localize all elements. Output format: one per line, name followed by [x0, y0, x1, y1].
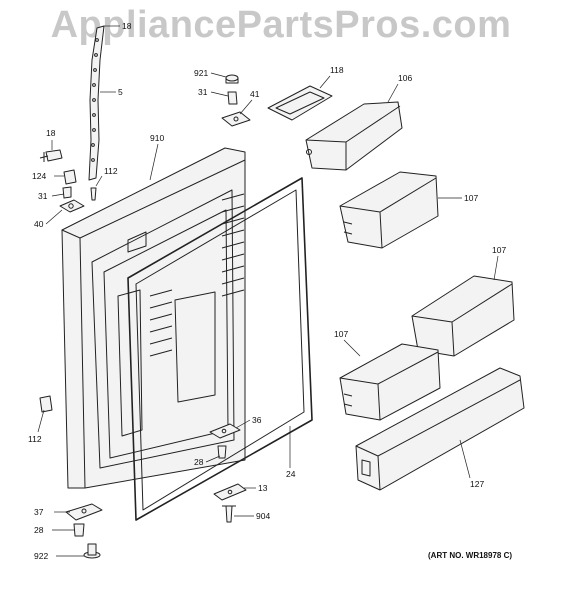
callout-107: 107: [334, 329, 348, 339]
callout-31: 31: [198, 87, 208, 97]
callout-107: 107: [492, 245, 506, 255]
cap-part-31[interactable]: [62, 186, 72, 199]
callout-13: 13: [258, 483, 268, 493]
door-bin-part-107-left[interactable]: [339, 343, 441, 421]
hinge-pin-part-922[interactable]: [83, 543, 101, 559]
callout-24: 24: [286, 469, 296, 479]
callout-904: 904: [256, 511, 270, 521]
callout-41: 41: [250, 89, 260, 99]
callout-31: 31: [38, 191, 48, 201]
door-stop-part-36[interactable]: [209, 423, 241, 439]
callout-112: 112: [104, 166, 118, 176]
hinge-cover-part-41[interactable]: [221, 111, 251, 127]
callout-922: 922: [34, 551, 48, 561]
callout-36: 36: [252, 415, 262, 425]
clip-part-124[interactable]: [63, 169, 77, 185]
door-bin-part-107-top[interactable]: [339, 171, 439, 249]
screw-part-18[interactable]: [39, 149, 63, 162]
dairy-compartment-part-106[interactable]: [305, 101, 403, 171]
screw-part-112[interactable]: [90, 187, 97, 201]
callout-28: 28: [34, 525, 44, 535]
leader-lines: [37, 25, 499, 557]
hinge-part-37[interactable]: [65, 503, 103, 521]
dairy-door-part-118[interactable]: [267, 85, 333, 121]
callout-37: 37: [34, 507, 44, 517]
callout-127: 127: [470, 479, 484, 489]
pin-part-28[interactable]: [217, 445, 227, 459]
door-gasket-part-24[interactable]: [127, 177, 313, 521]
callout-18: 18: [122, 21, 132, 31]
door-liner-shelf-guides: [149, 193, 245, 357]
callout-5: 5: [118, 87, 123, 97]
callout-910: 910: [150, 133, 164, 143]
callout-106: 106: [398, 73, 412, 83]
bracket-part-13[interactable]: [213, 483, 247, 501]
cam-part-31[interactable]: [227, 91, 238, 105]
callout-40: 40: [34, 219, 44, 229]
callout-28: 28: [194, 457, 204, 467]
callout-112: 112: [28, 434, 42, 444]
screw-part-112-lower[interactable]: [39, 395, 53, 413]
bushing-part-28[interactable]: [73, 523, 85, 537]
hinge-plate-part-40[interactable]: [59, 199, 85, 213]
callout-921: 921: [194, 68, 208, 78]
bottom-shelf-part-127[interactable]: [355, 367, 525, 491]
art-number: (ART NO. WR18978 C): [428, 551, 513, 560]
callout-18: 18: [46, 128, 56, 138]
door-outer-panel-part-910[interactable]: [61, 147, 246, 489]
callout-labels: 18 5 18 124 31 40 112 910 921 31 41 118 …: [28, 21, 506, 561]
callout-124: 124: [32, 171, 46, 181]
cap-part-921[interactable]: [225, 74, 239, 84]
door-bin-part-107-right[interactable]: [411, 275, 515, 357]
hinge-strip-part[interactable]: [88, 25, 105, 181]
callout-107: 107: [464, 193, 478, 203]
callout-118: 118: [330, 65, 344, 75]
screw-part-904[interactable]: [222, 505, 236, 523]
